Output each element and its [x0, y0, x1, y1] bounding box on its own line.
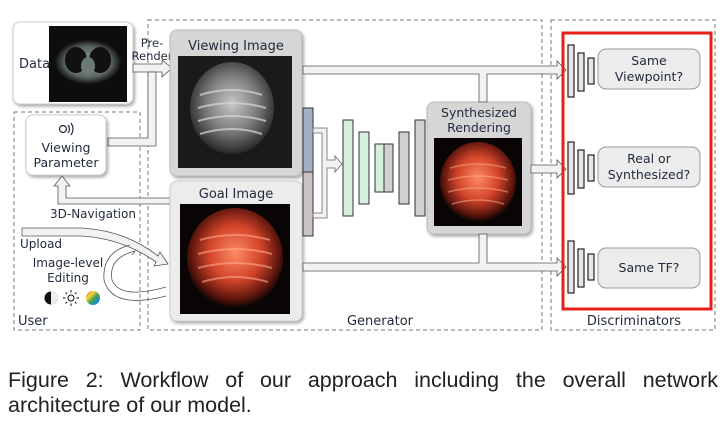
eye-icon [58, 122, 74, 136]
generator-region-label: Generator [347, 314, 414, 329]
discriminator-real-label: Real or [627, 151, 672, 166]
upload-arrow [21, 227, 169, 267]
synthesized-label-2: Rendering [447, 120, 511, 135]
discriminator-real-net [567, 141, 595, 195]
figure-caption: Figure 2: Workflow of our approach inclu… [8, 368, 718, 417]
editing-loop-arrow [103, 244, 167, 301]
editing-label: Image-level [33, 256, 103, 270]
encoder-layer-1 [342, 119, 354, 217]
viewing-parameter-label: Viewing [42, 140, 91, 155]
encoder-layer-3 [374, 143, 385, 193]
brightness-icon [63, 290, 79, 306]
pre-render-label: Pre- [141, 36, 163, 50]
discriminators-highlight [561, 31, 713, 311]
pre-render-arrow [107, 59, 173, 147]
navigation-label: 3D-Navigation [50, 207, 136, 221]
goal-image-render [180, 204, 290, 314]
arrow-to-tf-discriminator [302, 233, 567, 277]
discriminator-real-label-2: Synthesized? [608, 167, 691, 182]
discriminator-viewpoint-net [567, 44, 595, 98]
discriminator-tf-net [567, 240, 595, 294]
discriminator-viewpoint-label-2: Viewpoint? [615, 69, 683, 84]
upload-label: Upload [20, 237, 62, 251]
discriminator-viewpoint-label: Same [631, 53, 667, 68]
discriminator-tf-label: Same TF? [619, 260, 680, 275]
user-region [13, 111, 141, 331]
decoder-layer-1 [383, 143, 394, 193]
pre-render-label-2: Render [132, 49, 173, 63]
encoder-layer-2 [358, 131, 370, 205]
arrow-to-viewpoint-discriminator [302, 60, 567, 103]
ct-slice-image [49, 26, 127, 102]
color-wheel-icon [86, 291, 100, 305]
workflow-diagram: User Generator Discriminators Data Pre- … [12, 19, 716, 331]
discriminators-region-label: Discriminators [587, 314, 681, 329]
data-label: Data [19, 57, 50, 72]
generator-input-arrow [312, 127, 343, 219]
discriminators-region [550, 19, 716, 331]
generator-input-goal [302, 171, 314, 237]
viewing-image-label: Viewing Image [188, 39, 284, 54]
viewing-image-render [178, 56, 292, 168]
editing-label-2: Editing [47, 271, 89, 285]
synthesized-image-render [434, 138, 522, 226]
decoder-layer-2 [398, 131, 410, 205]
generator-input-viewing [302, 107, 314, 173]
user-region-label: User [18, 314, 48, 329]
decoder-layer-3 [414, 119, 426, 217]
generator-region [147, 19, 543, 331]
discriminator-real-output [597, 146, 701, 188]
arrow-to-real-discriminator [530, 159, 567, 179]
viewing-parameter-node [25, 114, 107, 176]
contrast-icon [44, 291, 58, 305]
viewing-parameter-label-2: Parameter [33, 155, 99, 170]
discriminator-tf-output [597, 247, 701, 289]
navigation-arrow [53, 175, 173, 205]
synthesized-label: Synthesized [441, 105, 517, 120]
discriminator-viewpoint-output [597, 48, 701, 90]
goal-image-label: Goal Image [199, 187, 273, 202]
